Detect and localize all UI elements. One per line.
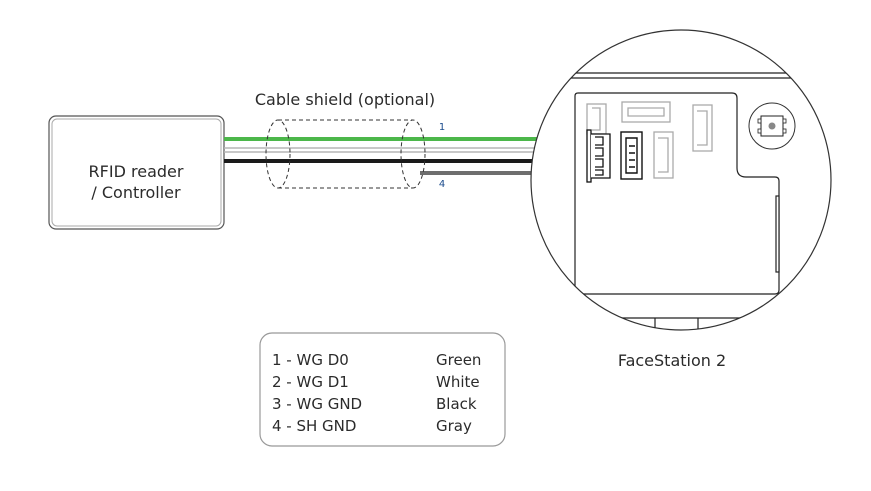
cable-shield	[265, 119, 426, 189]
legend-item-1-color: Green	[436, 351, 481, 369]
legend-item-4-label: 4 - SH GND	[272, 417, 356, 435]
facestation-label: FaceStation 2	[618, 351, 726, 370]
cable-shield-label: Cable shield (optional)	[255, 90, 435, 109]
wire-marker-1: 1	[439, 122, 445, 133]
legend-item-2-color: White	[436, 373, 480, 391]
rfid-reader-box: RFID reader / Controller	[48, 115, 225, 230]
unused-connectors	[586, 101, 713, 179]
legend-item-3-color: Black	[436, 395, 477, 413]
legend-item-1-label: 1 - WG D0	[272, 351, 349, 369]
facestation-detail	[530, 29, 832, 331]
rfid-reader-label-line2: / Controller	[91, 183, 181, 202]
wiegand-port	[620, 131, 643, 180]
legend-item-2-label: 2 - WG D1	[272, 373, 349, 391]
rfid-reader-label-line1: RFID reader	[89, 162, 184, 181]
legend-item-4-color: Gray	[436, 417, 472, 435]
wires	[224, 137, 588, 175]
wire-plug	[586, 129, 611, 183]
wire-marker-4: 4	[439, 179, 445, 190]
legend-item-3-label: 3 - WG GND	[272, 395, 362, 413]
wire-legend: 1 - WG D0 Green 2 - WG D1 White 3 - WG G…	[259, 332, 506, 447]
button-icon	[748, 102, 796, 150]
